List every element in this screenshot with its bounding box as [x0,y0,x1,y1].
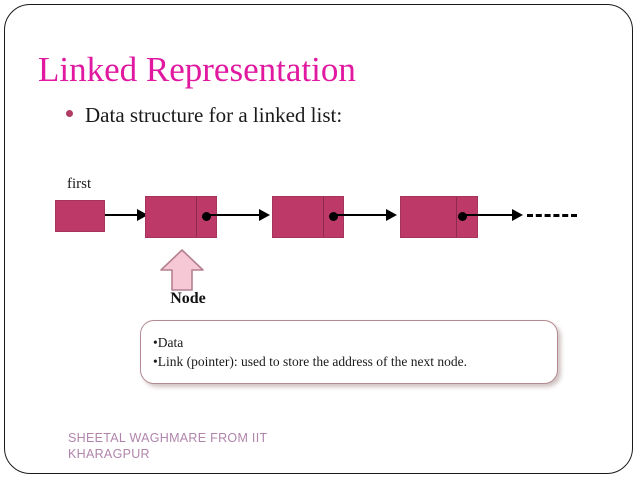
footer-line-1: SHEETAL WAGHMARE FROM IIT [68,431,268,445]
node-field-divider [196,197,197,237]
bullet-dot-icon [66,110,73,117]
up-arrow-icon [158,248,206,292]
first-pointer-label: first [67,176,92,192]
callout-line-data: •Data [153,335,184,350]
node-field-divider [323,197,324,237]
first-pointer-box [55,200,105,232]
callout-text-group: •Data •Link (pointer): used to store the… [153,333,467,371]
arrow-head-node2 [386,209,397,221]
arrow-head-node1 [259,209,270,221]
footer-line-2: KHARAGPUR [68,447,150,461]
arrow-shaft-node1 [206,214,261,217]
callout-line-link: •Link (pointer): used to store the addre… [153,354,468,369]
page-title: Linked Representation [38,50,356,89]
node-link-dot [458,212,467,221]
arrow-shaft-node3 [462,214,514,217]
list-node [145,196,217,238]
arrow-head-first [137,209,148,221]
node-field-divider [456,197,457,237]
node-description-callout: •Data •Link (pointer): used to store the… [140,320,558,384]
bullet-text: Data structure for a linked list: [85,103,343,127]
arrow-shaft-first [105,214,139,217]
node-link-dot [202,212,211,221]
dashed-continuation-line [527,214,577,217]
node-annotation-label: Node [170,290,206,307]
bullet-row: Data structure for a linked list: [66,103,342,127]
arrow-head-node3 [512,209,523,221]
node-link-dot [329,212,338,221]
slide-footer: SHEETAL WAGHMARE FROM IIT KHARAGPUR [68,430,488,462]
arrow-shaft-node2 [333,214,388,217]
